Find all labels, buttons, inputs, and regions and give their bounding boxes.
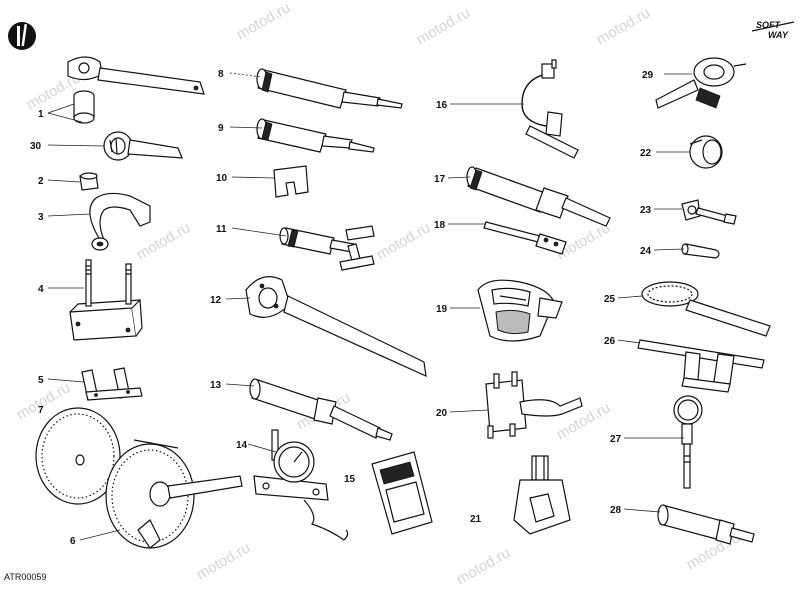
part-label: 3	[38, 212, 44, 223]
tool-23-small-puller	[681, 199, 737, 225]
softway-logo: SOFT WAY	[751, 20, 795, 40]
part-labels: 1 2 3 4 5 6 7 8 9 10 11 12 13 14 15 16 1…	[30, 69, 654, 547]
tool-30-ring-spanner	[103, 131, 183, 161]
tool-7-degree-disc	[35, 407, 121, 505]
tool-8-sleeve-driver	[256, 68, 403, 109]
tool-27-dial-indicator	[673, 395, 703, 489]
part-label: 13	[210, 380, 222, 391]
tool-22-ring	[689, 135, 723, 169]
part-label: 10	[216, 173, 228, 184]
watermark: motod.ru	[594, 4, 654, 48]
watermark: motod.ru	[374, 219, 434, 263]
part-label: 16	[436, 100, 448, 111]
part-label: 18	[434, 220, 446, 231]
tool-26-bar-tool	[637, 339, 765, 393]
tool-3-bent-rod	[89, 192, 151, 251]
part-label: 24	[640, 246, 652, 257]
part-label: 8	[218, 69, 224, 80]
watermark: motod.ru	[414, 4, 474, 48]
tool-1-pin-wrench	[67, 56, 205, 124]
part-label: 22	[640, 148, 652, 159]
tool-13-long-drift	[249, 378, 393, 441]
tool-21-stepped-stand	[513, 455, 571, 535]
tool-11-t-handle-puller	[279, 225, 375, 271]
tool-6-degree-wheel	[105, 439, 243, 549]
tool-2-nut	[79, 172, 99, 191]
tool-28-drift	[657, 504, 755, 545]
part-label: 17	[434, 174, 446, 185]
part-label: 14	[236, 440, 248, 451]
part-label: 9	[218, 123, 224, 134]
part-label: 1	[38, 109, 44, 120]
part-label: 21	[470, 514, 482, 525]
tool-24-plug	[681, 243, 720, 259]
tool-16-c-frame	[521, 59, 579, 159]
part-label: 2	[38, 176, 44, 187]
part-label: 15	[344, 474, 356, 485]
tool-19-gauge-housing	[477, 279, 563, 342]
part-label: 12	[210, 295, 222, 306]
tool-15-handheld-meter	[371, 451, 433, 535]
tool-9-drift	[256, 118, 375, 153]
part-label: 28	[610, 505, 622, 516]
watermark: motod.ru	[234, 0, 294, 43]
part-label: 4	[38, 284, 44, 295]
tool-5-bracket	[81, 367, 143, 401]
tool-17-collar-drift	[466, 166, 611, 227]
part-label: 5	[38, 375, 44, 386]
tool-29-bearing-spanner	[655, 57, 747, 109]
tool-14-dial-gauge	[253, 429, 349, 541]
part-label: 20	[436, 408, 448, 419]
part-label: 29	[642, 70, 654, 81]
part-label: 27	[610, 434, 622, 445]
logo-line-2: WAY	[768, 30, 789, 40]
part-label: 25	[604, 294, 616, 305]
tool-18-thin-rod	[483, 221, 567, 255]
part-label: 23	[640, 205, 652, 216]
logo-line-1: SOFT	[756, 20, 782, 30]
watermark: motod.ru	[454, 544, 514, 588]
part-label: 26	[604, 336, 616, 347]
part-label: 19	[436, 304, 448, 315]
watermark: motod.ru	[134, 219, 194, 263]
part-label: 11	[216, 224, 227, 235]
brand-mark-icon	[8, 22, 36, 50]
watermark: motod.ru	[194, 539, 254, 583]
tool-10-shim	[273, 165, 309, 198]
tool-4-stud-plate	[69, 259, 143, 341]
drawing-code: ATR00059	[4, 572, 46, 582]
part-label: 7	[38, 405, 44, 416]
part-label: 6	[70, 536, 76, 547]
leader-lines	[47, 72, 692, 541]
tool-20-fixture	[485, 371, 583, 439]
part-label: 30	[30, 141, 42, 152]
tool-12-large-spanner	[245, 276, 427, 377]
tool-25-sprocket-spanner	[641, 281, 771, 337]
